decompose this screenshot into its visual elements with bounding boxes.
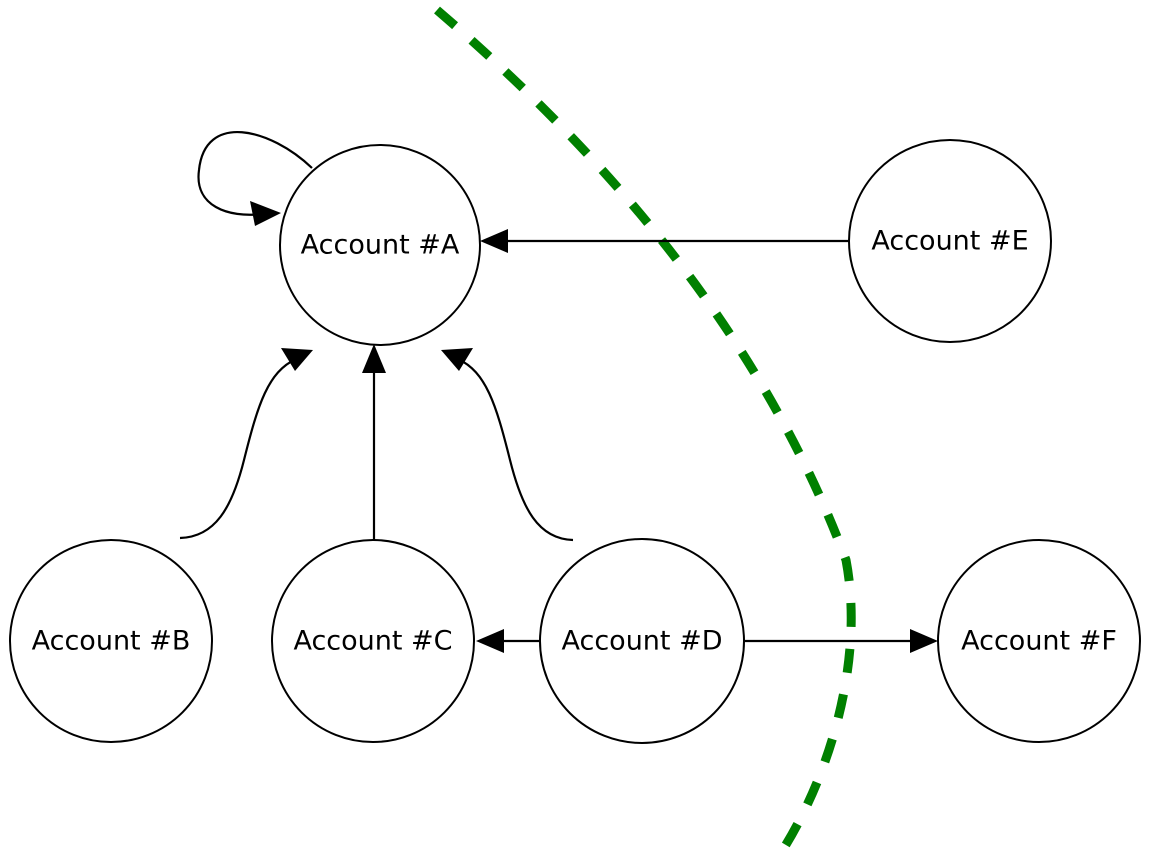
- node-account-c-circle[interactable]: [271, 539, 475, 743]
- node-account-e-circle[interactable]: [848, 139, 1052, 343]
- node-account-c[interactable]: Account #C: [271, 539, 475, 743]
- edge-c-to-a: [362, 344, 386, 540]
- edge-d-to-c-arrowhead: [476, 629, 504, 653]
- edge-d-to-a: [441, 348, 574, 542]
- edge-c-to-a-arrowhead: [362, 344, 386, 373]
- edge-b-to-a: [179, 348, 313, 540]
- node-account-a[interactable]: Account #A: [279, 144, 481, 346]
- node-account-e[interactable]: Account #E: [848, 139, 1052, 343]
- edge-d-to-f-arrowhead: [910, 629, 938, 653]
- node-account-a-circle[interactable]: [279, 144, 481, 346]
- edge-d-to-a-path: [457, 358, 574, 542]
- edge-b-to-a-path: [179, 358, 297, 540]
- node-account-d[interactable]: Account #D: [539, 538, 745, 744]
- node-account-f-circle[interactable]: [937, 539, 1141, 743]
- edge-e-to-a-arrowhead: [480, 229, 508, 253]
- edge-d-to-a-arrowhead: [441, 348, 473, 371]
- boundary-divider-dashed-line: [434, 6, 856, 864]
- edge-e-to-a: [480, 229, 849, 253]
- node-account-b[interactable]: Account #B: [9, 539, 213, 743]
- node-account-f[interactable]: Account #F: [937, 539, 1141, 743]
- edge-d-to-c: [476, 629, 541, 653]
- node-account-d-circle[interactable]: [539, 538, 745, 744]
- edge-a-to-a: [197, 131, 313, 226]
- edge-a-to-a-path: [197, 131, 313, 216]
- edge-a-to-a-arrowhead: [250, 201, 281, 226]
- edge-b-to-a-arrowhead: [281, 348, 313, 371]
- edge-d-to-f: [744, 629, 938, 653]
- node-account-b-circle[interactable]: [9, 539, 213, 743]
